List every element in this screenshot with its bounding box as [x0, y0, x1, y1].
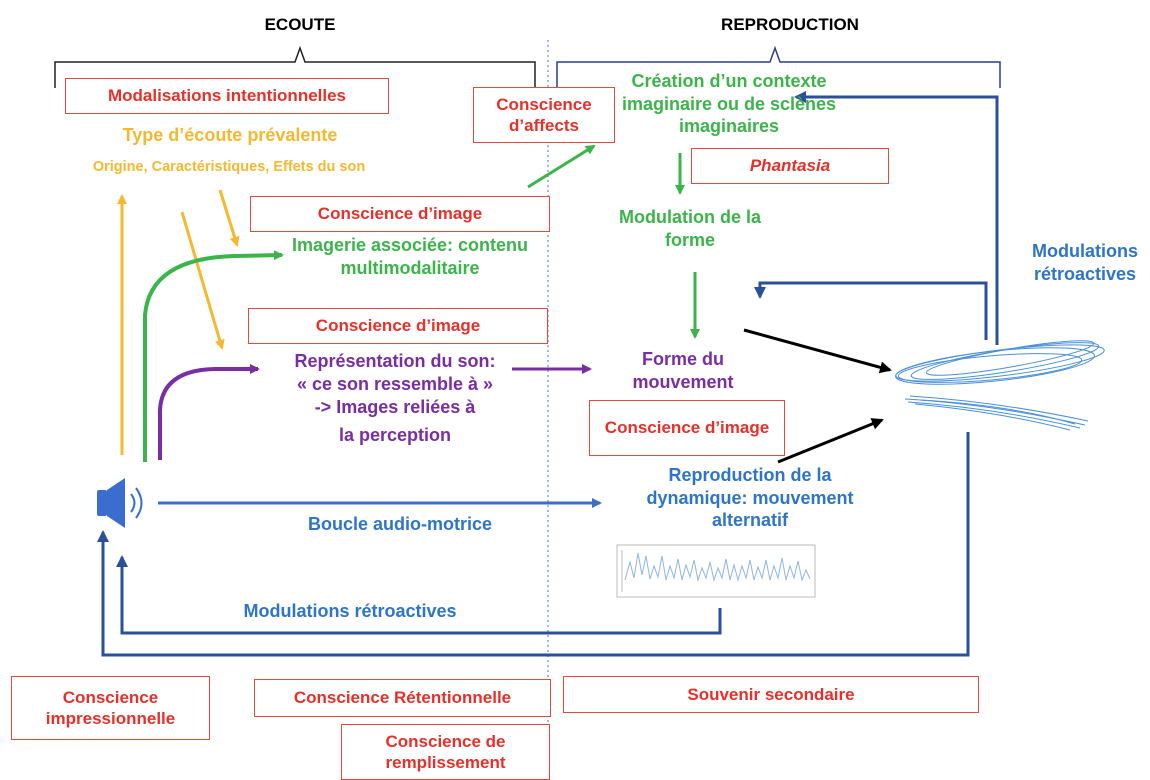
box-conscience-remplissement: Conscience de remplissement: [341, 724, 550, 780]
box-phantasia: Phantasia: [691, 148, 889, 184]
ecoute-brace: [54, 45, 536, 88]
yellow-arrow-diag-2: [180, 211, 225, 350]
purple-curve-arrow: [158, 364, 260, 460]
text-reproduction-dynamique: Reproduction de la dynamique: mouvement …: [646, 465, 854, 530]
text-origine: Origine, Caractéristiques, Effets du son: [92, 159, 366, 175]
text-modulations-retroactives-bottom: Modulations rétroactives: [243, 601, 457, 621]
reproduction-brace: [556, 45, 1001, 88]
text-creation-contexte: Création d’un contexte imaginaire ou de …: [621, 71, 837, 136]
box-modalisations-intentionnelles: Modalisations intentionnelles: [65, 78, 389, 114]
text-representation-1: Représentation du son:: [294, 351, 496, 371]
text-type-ecoute: Type d’écoute prévalente: [122, 125, 338, 145]
text-representation-3: -> Images reliées à: [314, 397, 476, 417]
black-arrow-1: [743, 328, 892, 374]
feedback-loop-bottom: [116, 555, 722, 635]
text-forme-mouvement: Forme du mouvement: [632, 349, 734, 392]
text-boucle: Boucle audio-motrice: [307, 514, 493, 534]
yellow-arrow-diag-1: [218, 189, 240, 247]
header-ecoute: ECOUTE: [264, 15, 336, 34]
box-conscience-image-3: Conscience d’image: [589, 400, 785, 456]
box-conscience-image-2: Conscience d’image: [248, 308, 548, 344]
text-representation-2: « ce son ressemble à »: [296, 374, 494, 394]
box-conscience-retentionnelle: Conscience Rétentionnelle: [254, 679, 551, 717]
box-souvenir-secondaire: Souvenir secondaire: [563, 676, 979, 713]
black-arrow-2: [777, 418, 884, 464]
feedback-loop-mid: [754, 281, 988, 340]
text-representation-4: la perception: [338, 425, 452, 445]
green-arrow-affects: [527, 144, 596, 189]
waveform-plot: [616, 544, 816, 598]
text-modulations-retroactives-right: Modulations rétroactives: [1032, 241, 1138, 284]
box-conscience-affects: Conscience d’affects: [473, 87, 615, 143]
header-reproduction: REPRODUCTION: [721, 15, 859, 34]
text-imagerie: Imagerie associée: contenu multimodalita…: [291, 235, 529, 278]
box-conscience-impressionnelle: Conscience impressionnelle: [11, 676, 210, 740]
feedback-loop-top: [794, 91, 999, 345]
text-modulation-forme: Modulation de la forme: [619, 207, 761, 250]
motion-scribble: [895, 340, 1105, 431]
box-conscience-image-1: Conscience d’image: [250, 196, 550, 232]
feedback-loop-outer: [97, 432, 970, 657]
speaker-icon: [97, 478, 143, 528]
green-curve-arrow: [143, 250, 284, 462]
